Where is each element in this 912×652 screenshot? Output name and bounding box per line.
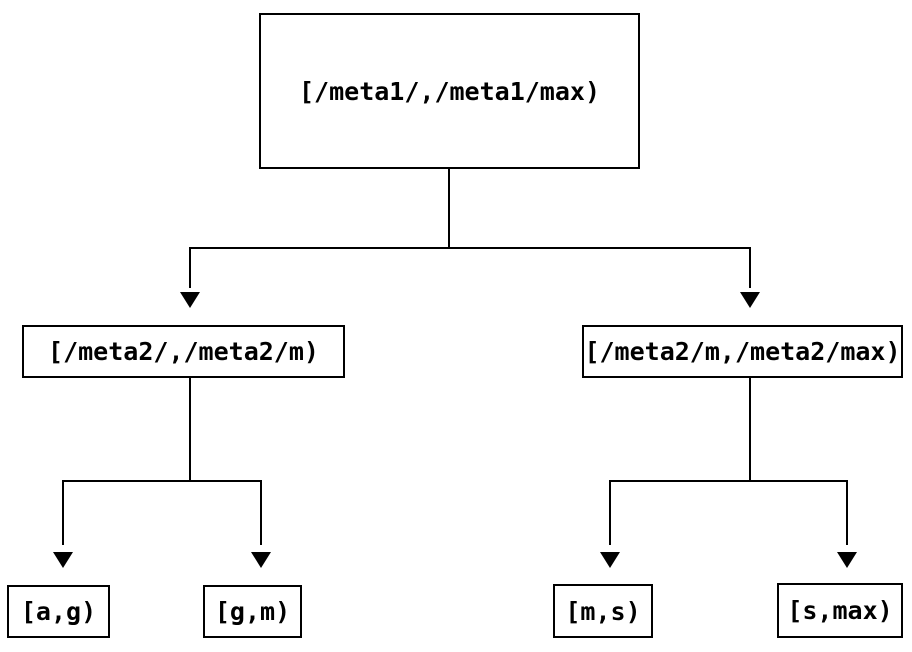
connector-level1-bar [189,247,751,249]
arrowhead-down-icon [740,292,760,308]
connector-leaf-m-s-drop [609,480,611,545]
tree-leaf-a-g: [a,g) [7,585,110,638]
tree-node-root: [/meta1/,/meta1/max) [259,13,640,169]
tree-node-meta2-right: [/meta2/m,/meta2/max) [582,325,903,378]
arrowhead-down-icon [600,552,620,568]
arrowhead-down-icon [251,552,271,568]
connector-level1-left-drop [189,247,191,288]
arrowhead-down-icon [180,292,200,308]
connector-leaf-s-max-drop [846,480,848,545]
connector-right-leaves-bar [609,480,848,482]
arrowhead-down-icon [53,552,73,568]
connector-left-child-stem [189,377,191,481]
connector-root-stem [448,168,450,248]
tree-leaf-m-s: [m,s) [553,584,653,638]
tree-leaf-g-m: [g,m) [203,585,302,638]
connector-level1-right-drop [749,247,751,288]
connector-right-child-stem [749,377,751,481]
arrowhead-down-icon [837,552,857,568]
connector-left-leaves-bar [62,480,262,482]
connector-leaf-a-g-drop [62,480,64,545]
tree-leaf-s-max: [s,max) [777,583,903,638]
connector-leaf-g-m-drop [260,480,262,545]
tree-node-meta2-left: [/meta2/,/meta2/m) [22,325,345,378]
